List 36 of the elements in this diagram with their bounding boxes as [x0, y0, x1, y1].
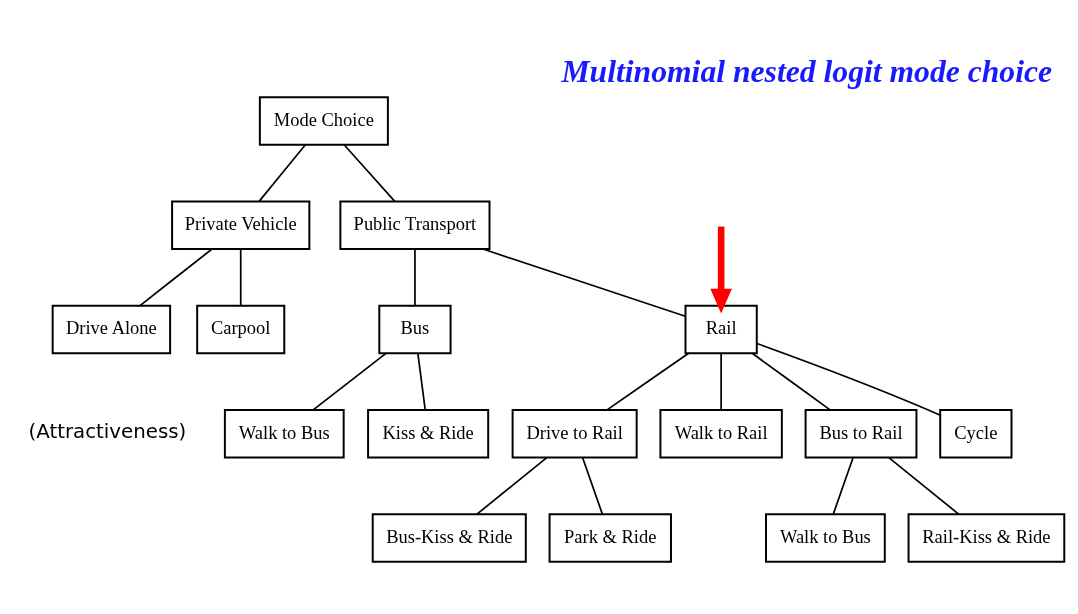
connector	[476, 456, 548, 515]
node-box: Carpool	[196, 304, 286, 355]
node-box: Walk to Bus	[223, 408, 345, 459]
connector	[139, 248, 213, 307]
arrow	[710, 226, 732, 314]
connector	[417, 352, 427, 411]
connector	[258, 143, 307, 203]
connector	[756, 342, 942, 417]
node-box: Bus-Kiss & Ride	[371, 513, 527, 563]
connector	[720, 352, 722, 411]
node-box: Drive to Rail	[511, 408, 638, 459]
node-box: Walk to Bus	[765, 513, 886, 563]
node-box: Walk to Rail	[659, 408, 783, 459]
node-box: Bus to Rail	[804, 408, 918, 459]
connector	[482, 248, 687, 318]
diagram-title: Multinomial nested logit mode choice	[561, 53, 1053, 89]
connector	[312, 352, 387, 411]
connector	[606, 352, 690, 411]
connector	[751, 352, 831, 411]
node-box: Private Vehicle	[171, 200, 311, 250]
node-box: Kiss & Ride	[367, 408, 490, 459]
connector	[888, 456, 960, 515]
connector	[414, 248, 416, 307]
node-box: Rail	[684, 304, 758, 355]
node-box: Public Transport	[339, 200, 491, 250]
node-box: Cycle	[939, 408, 1013, 459]
connector	[581, 456, 604, 515]
node-box: Rail-Kiss & Ride	[907, 513, 1066, 563]
node-box: Park & Ride	[548, 513, 672, 563]
connector	[832, 456, 854, 515]
node-box: Mode Choice	[258, 96, 389, 146]
connector	[239, 248, 242, 307]
label: (Attractiveness)	[28, 420, 187, 444]
node-box: Bus	[378, 304, 452, 355]
node-box: Drive Alone	[51, 304, 172, 355]
connector	[343, 143, 396, 203]
